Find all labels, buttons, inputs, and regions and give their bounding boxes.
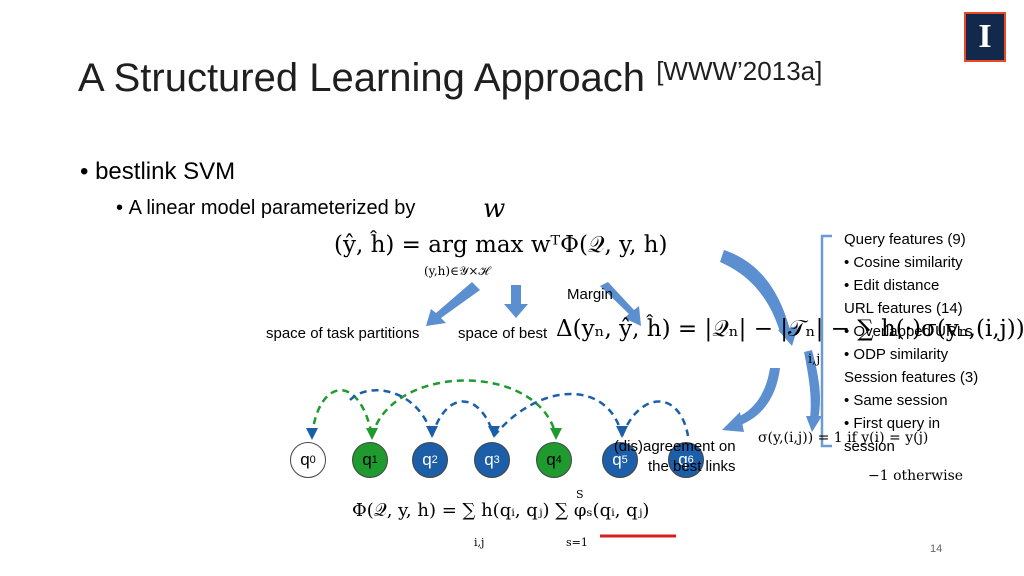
arrow-to-best — [504, 285, 528, 318]
argmax-equation: (ŷ, ĥ) = arg max wᵀΦ(𝒬, y, h) (y,h)∈𝒴×ℋ — [334, 232, 668, 278]
arc-head-q5 — [616, 426, 628, 438]
node-subscript: 1 — [371, 454, 378, 466]
phi-equation: Φ(𝒬, y, h) = ∑ h(qᵢ, qⱼ) ∑ φₛ(qᵢ, qⱼ) — [352, 500, 650, 521]
page-number: 14 — [930, 543, 943, 555]
curved-arrow-top — [720, 250, 790, 332]
curved-arrow-bottom — [736, 368, 780, 426]
argmax-text: (ŷ, ĥ) = arg max wᵀΦ(𝒬, y, h) — [334, 232, 668, 258]
feature-line: • Cosine similarity — [844, 254, 963, 271]
node-label: q — [300, 450, 310, 469]
phi-sum2-subscript: s=1 — [566, 536, 588, 549]
node-label: q — [678, 450, 688, 469]
feature-line: • ODP similarity — [844, 346, 949, 363]
bullet-dot: • — [80, 158, 96, 185]
curved-arrow-top-head — [778, 326, 798, 346]
curved-arrow-bottom-head — [722, 412, 744, 432]
phi-sum2-superscript: S — [576, 488, 584, 501]
arc-head-q0 — [306, 428, 318, 440]
w-symbol: w — [483, 194, 506, 224]
sigma-otherwise: −1 otherwise — [868, 468, 964, 484]
node-subscript: 3 — [493, 454, 500, 466]
node-subscript: 4 — [555, 454, 562, 466]
features-list: Query features (9) • Cosine similarity •… — [844, 228, 978, 458]
node-label: q — [362, 450, 372, 469]
features-bracket — [820, 234, 832, 448]
label-margin: Margin — [567, 286, 613, 303]
feature-line: Session features (3) — [844, 369, 979, 386]
bullet-level1: • bestlink SVM — [80, 158, 235, 186]
node-subscript: 0 — [309, 454, 316, 466]
title-text: A Structured Learning Approach — [78, 56, 646, 100]
node-subscript: 6 — [687, 454, 694, 466]
disagreement-line1: (dis)agreement on — [613, 438, 736, 455]
university-logo: I — [964, 12, 1006, 62]
feature-line: • Same session — [844, 392, 948, 409]
feature-line: session — [844, 438, 895, 455]
arrow-to-task-partitions — [426, 282, 480, 326]
feature-line: Query features (9) — [844, 231, 966, 248]
bullet2-text: A linear model parameterized by — [128, 197, 416, 219]
loss-equation: Δ(yₙ, ŷ, ĥ) = |𝒬ₙ| − |𝒯ₙ| − ∑ h(·)σ(yₙ,(… — [556, 316, 1024, 342]
node-label: q — [484, 450, 494, 469]
loss-subscript: i,j — [808, 352, 821, 367]
bullet-dot: • — [116, 197, 129, 219]
node-label: q — [422, 450, 432, 469]
logo-letter: I — [978, 18, 992, 55]
bullet-level2: • A linear model parameterized by — [116, 197, 415, 220]
arrow-to-delta — [600, 282, 641, 326]
node-subscript: 2 — [431, 454, 438, 466]
disagreement-line2: the best links — [648, 458, 736, 475]
slide-title: A Structured Learning Approach [WWW’2013… — [78, 56, 822, 101]
arc-head-q1 — [366, 428, 378, 440]
argmax-subscript: (y,h)∈𝒴×ℋ — [424, 264, 490, 278]
feature-line: • Edit distance — [844, 277, 940, 294]
label-space-of-best: space of best — [458, 325, 548, 342]
feature-line: URL features (14) — [844, 300, 963, 317]
arc-head-q4 — [550, 428, 562, 440]
arc-head-q2 — [426, 426, 438, 438]
blue-arcs — [349, 388, 690, 437]
label-disagreement: (dis)agreement on the best links — [610, 437, 736, 477]
feature-line: • First query in — [844, 415, 941, 432]
title-citation: [WWW’2013a] — [656, 56, 823, 86]
feature-line: • Overlapped URLs — [844, 323, 973, 340]
curved-arrow-right-head — [806, 416, 822, 432]
arc-head-q3 — [488, 426, 500, 438]
node-label: q — [612, 450, 622, 469]
bullet1-text: bestlink SVM — [95, 158, 236, 185]
phi-sum1-subscript: i,j — [474, 536, 485, 549]
node-label: q — [546, 450, 556, 469]
sigma-definition: σ(y,(i,j)) = 1 if y(i) = y(j) — [758, 430, 929, 446]
label-task-partitions: space of task partitions — [266, 325, 420, 342]
curved-arrow-right — [804, 350, 820, 420]
node-subscript: 5 — [621, 454, 628, 466]
green-arcs — [310, 379, 558, 437]
